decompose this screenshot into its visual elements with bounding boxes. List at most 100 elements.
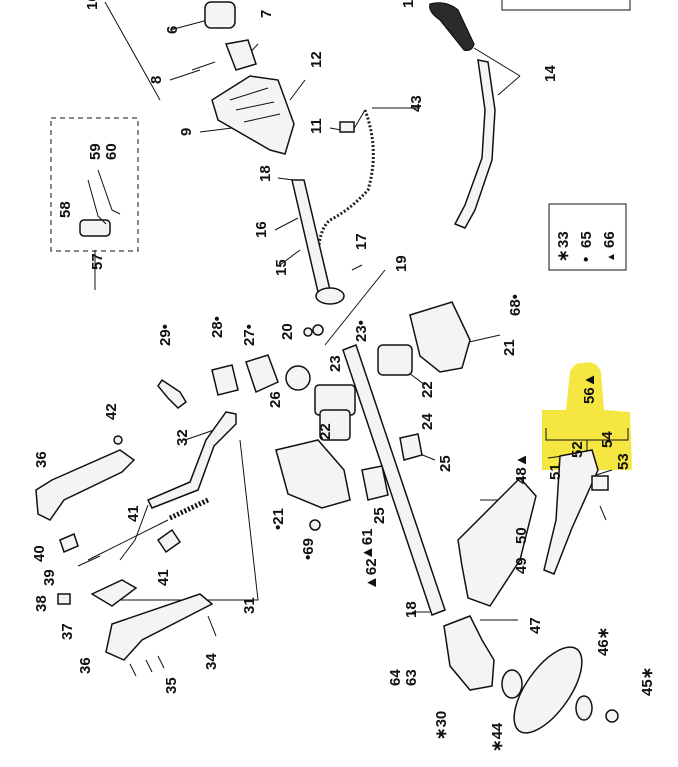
label-43: 42 xyxy=(103,403,120,420)
label-45: 45∗ xyxy=(639,667,656,696)
label-29: 29• xyxy=(157,324,174,346)
part-21-housing-left xyxy=(275,439,351,509)
part-25-bracket xyxy=(399,433,423,461)
part-58-tool xyxy=(79,219,111,237)
label-23-mid: 23 xyxy=(327,355,344,372)
label-16: 16 xyxy=(253,221,270,238)
part-22-block-right xyxy=(377,344,413,376)
label-18-bottom: 18 xyxy=(403,601,420,618)
label-15: 15 xyxy=(273,259,290,276)
legend-box xyxy=(548,203,627,271)
label-25-left: 25 xyxy=(371,507,388,524)
part-48-guard xyxy=(457,476,537,607)
part-9-housing xyxy=(211,75,295,155)
label-59: 59 xyxy=(87,143,104,160)
part-8-screw xyxy=(191,61,216,71)
part-25-clip xyxy=(361,465,389,501)
part-54-screw xyxy=(599,505,607,521)
part-59-key xyxy=(87,179,107,225)
label-54: 54 xyxy=(599,431,616,448)
label-22-right: 22 xyxy=(419,381,436,398)
part-44-washer xyxy=(501,669,523,699)
part-69-nut xyxy=(309,519,321,531)
label-51: 51 xyxy=(547,463,564,480)
label-42: 41 xyxy=(155,569,172,586)
label-41-top: 43 xyxy=(408,95,425,112)
label-21-left: •21 xyxy=(270,508,287,530)
label-25-right: 25 xyxy=(437,455,454,472)
label-10: 10 xyxy=(84,0,101,10)
label-60: 60 xyxy=(103,143,120,160)
legend-row-2: • 65 xyxy=(578,231,595,262)
label-28: 28• xyxy=(209,316,226,338)
label-24: 24 xyxy=(419,413,436,430)
part-15-clamp xyxy=(315,287,345,305)
label-23-top: 23• xyxy=(353,320,370,342)
part-21-housing-right xyxy=(409,301,471,373)
label-41-mid: 41 xyxy=(125,505,142,522)
part-28-bracket xyxy=(211,364,239,396)
label-8: 8 xyxy=(148,76,165,84)
part-20-washer xyxy=(312,324,324,336)
label-18-top: 18 xyxy=(257,165,274,182)
part-53-plate xyxy=(591,475,609,491)
part-15-tube xyxy=(291,179,331,293)
label-22-left: 22 xyxy=(317,423,334,440)
label-19: 19 xyxy=(393,255,410,272)
legend-symbol-asterisk: ∗ xyxy=(555,249,572,262)
part-7-nut xyxy=(224,39,257,71)
info-box xyxy=(501,0,631,11)
label-9: 9 xyxy=(178,128,195,136)
part-40-clip xyxy=(59,532,79,554)
label-30: ∗30 xyxy=(433,711,450,740)
part-30-gearhead xyxy=(443,615,495,691)
part-22-block-left xyxy=(319,409,351,441)
legend-label-66: 66 xyxy=(601,231,618,248)
part-14-handlebar xyxy=(453,59,496,229)
label-26: 26 xyxy=(267,391,284,408)
part-45-nut xyxy=(605,709,619,723)
label-49: 49 xyxy=(513,557,530,574)
part-34-screw xyxy=(207,615,217,637)
part-36-handle-upper xyxy=(35,449,136,521)
label-47: 47 xyxy=(527,617,544,634)
label-62: ▲62 xyxy=(363,558,380,590)
part-32-tube xyxy=(146,411,237,509)
label-53: 53 xyxy=(615,453,632,470)
legend-row-3: ▲ 66 xyxy=(601,231,618,262)
leader-lines xyxy=(91,1,613,621)
main-shaft xyxy=(342,344,446,616)
label-32: 32 xyxy=(174,429,191,446)
label-35: 35 xyxy=(163,677,180,694)
part-13-grip xyxy=(429,2,475,51)
highlight-part-56 xyxy=(542,362,632,470)
label-31: 31 xyxy=(241,597,258,614)
part-26-gear xyxy=(285,365,311,391)
label-56: 56▲ xyxy=(581,372,598,404)
label-61: ▲61 xyxy=(359,528,376,560)
label-20: 20 xyxy=(279,323,296,340)
part-52-shield xyxy=(543,449,599,575)
part-60-key xyxy=(97,169,121,215)
label-34: 34 xyxy=(203,653,220,670)
part-46-flange xyxy=(575,695,593,721)
label-36-bottom: 36 xyxy=(77,657,94,674)
part-43-screw xyxy=(113,435,123,445)
part-27-cover xyxy=(245,354,279,394)
label-68: 68• xyxy=(507,294,524,316)
label-63: 63 xyxy=(403,669,420,686)
legend-label-65: 65 xyxy=(578,231,595,248)
legend-symbol-triangle: ▲ xyxy=(606,252,617,262)
label-44: ∗44 xyxy=(489,722,506,752)
label-13: 13 xyxy=(400,0,417,8)
label-7: 7 xyxy=(258,10,275,18)
label-39: 39 xyxy=(41,569,58,586)
label-37: 37 xyxy=(59,623,76,640)
legend-label-33: 33 xyxy=(555,231,572,248)
label-57: 57 xyxy=(89,253,106,270)
label-38: 38 xyxy=(33,595,50,612)
part-blade xyxy=(513,646,583,734)
part-37-trigger xyxy=(90,579,138,607)
label-11: 11 xyxy=(308,118,325,134)
